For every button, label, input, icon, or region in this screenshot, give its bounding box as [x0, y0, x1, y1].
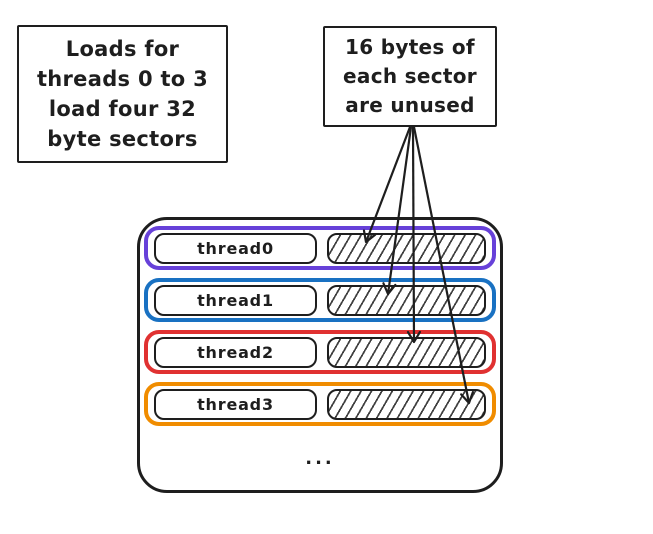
note-loads-annotation: Loads for threads 0 to 3 load four 32 by… — [17, 25, 228, 163]
thread-row-1: thread1 — [144, 278, 496, 322]
note-unused-text: 16 bytes of each sector are unused — [343, 35, 477, 117]
thread1-label-box: thread1 — [154, 284, 317, 316]
thread-row-0: thread0 — [144, 226, 496, 270]
thread2-unused-sector-hatch — [327, 336, 486, 368]
more-rows-ellipsis: ... — [305, 448, 335, 469]
thread-row-2: thread2 — [144, 330, 496, 374]
thread3-unused-sector-hatch — [327, 388, 486, 420]
thread0-label-box: thread0 — [154, 232, 317, 264]
note-unused-annotation: 16 bytes of each sector are unused — [323, 26, 497, 127]
note-loads-text: Loads for threads 0 to 3 load four 32 by… — [36, 37, 209, 151]
thread1-label: thread1 — [197, 290, 274, 310]
thread0-label: thread0 — [197, 238, 274, 258]
memory-container: thread0 thread1 thread2 thread3 ... — [137, 217, 503, 493]
thread3-label-box: thread3 — [154, 388, 317, 420]
thread-row-3: thread3 — [144, 382, 496, 426]
thread2-label: thread2 — [197, 342, 274, 362]
thread2-label-box: thread2 — [154, 336, 317, 368]
thread1-unused-sector-hatch — [327, 284, 486, 316]
thread3-label: thread3 — [197, 394, 274, 414]
thread0-unused-sector-hatch — [327, 232, 486, 264]
